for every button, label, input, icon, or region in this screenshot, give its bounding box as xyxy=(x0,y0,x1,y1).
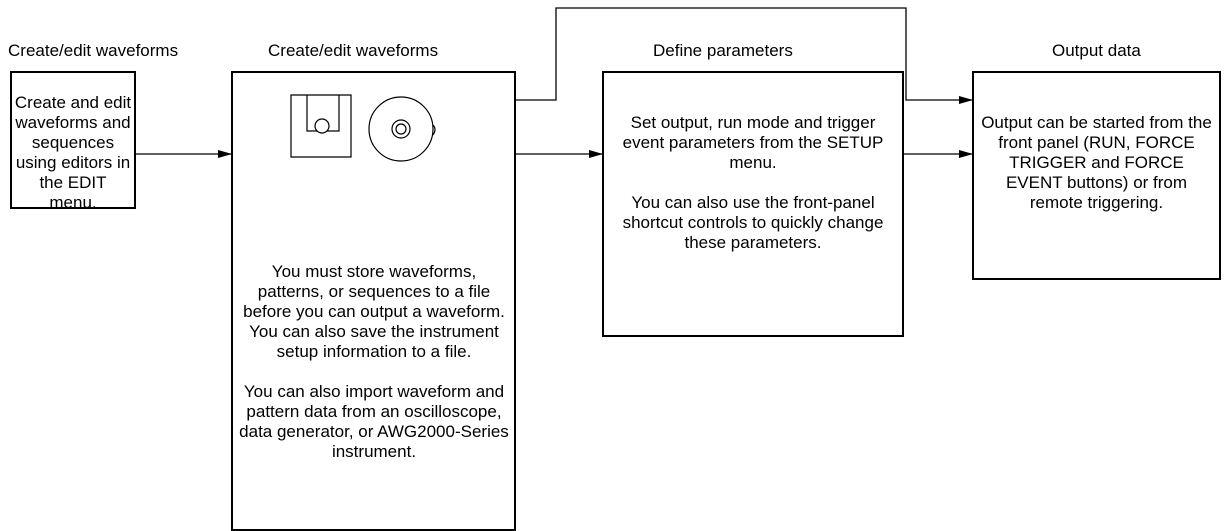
step2-heading: Create/edit waveforms xyxy=(268,41,439,60)
step3-text: Set output, run mode and trigger event p… xyxy=(610,113,896,253)
step4-box xyxy=(972,71,1221,280)
step4-paragraph: Output can be started from the front pan… xyxy=(981,113,1212,212)
arrow-step2-bypass-to-step4 xyxy=(516,7,973,104)
step1-heading: Create/edit waveforms xyxy=(8,41,179,60)
step1-text: Create and edit waveforms and sequences … xyxy=(14,93,132,213)
step4-text: Output can be started from the front pan… xyxy=(980,113,1213,213)
step2-text: You must store waveforms, patterns, or s… xyxy=(238,262,510,462)
step2-paragraph-import: You can also import waveform and pattern… xyxy=(239,382,509,461)
step3-paragraph-setup: Set output, run mode and trigger event p… xyxy=(622,113,884,172)
step2-paragraph-store: You must store waveforms, patterns, or s… xyxy=(243,262,505,361)
step1-paragraph: Create and edit waveforms and sequences … xyxy=(14,93,132,212)
step3-paragraph-shortcut: You can also use the front-panel shortcu… xyxy=(622,193,884,252)
step3-heading: Define parameters xyxy=(653,41,793,60)
optical-disc-icon xyxy=(368,96,436,162)
step2-box xyxy=(231,71,516,531)
step1-box xyxy=(10,71,136,209)
step3-box xyxy=(602,71,904,337)
floppy-disk-icon xyxy=(290,94,352,158)
step4-heading: Output data xyxy=(1052,41,1141,60)
